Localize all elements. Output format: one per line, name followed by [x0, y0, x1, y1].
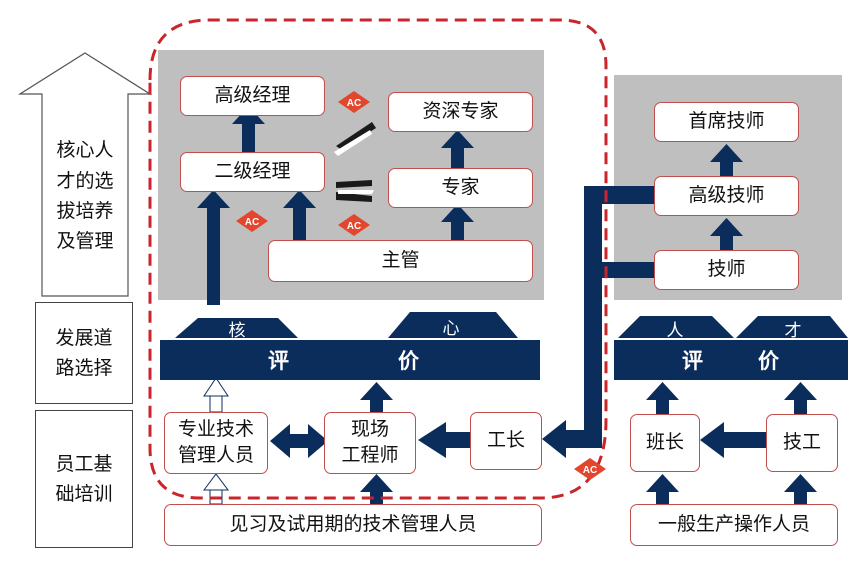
arrow-label-talent: 才 [784, 321, 802, 341]
foreman-box: 工长 [470, 412, 542, 470]
senior-manager-box: 高级经理 [180, 76, 325, 116]
left-evaluation-bar: 评 价 [160, 340, 540, 380]
technician-box: 技师 [654, 250, 799, 290]
tech-mgmt-staff-box: 专业技术 管理人员 [164, 412, 268, 474]
left-eval-arrow-shapes [175, 312, 848, 338]
arrow-label-core: 核 [228, 321, 246, 341]
ac-badge-text: AC [245, 217, 259, 228]
chief-technician-box: 首席技师 [654, 102, 799, 142]
right-eval-char-2: 价 [758, 349, 779, 373]
technician-to-foreman-connector [542, 186, 654, 458]
team-leader-box: 班长 [630, 414, 700, 472]
left-eval-char-1: 评 [268, 349, 289, 373]
arrow-label-person: 人 [666, 321, 684, 341]
base-up-arrows [360, 474, 817, 504]
technical-arrows [710, 144, 743, 250]
right-evaluation-bar: 评 价 [614, 340, 848, 380]
skilled-worker-box: 技工 [766, 414, 838, 472]
site-engineer-box: 现场 工程师 [324, 412, 416, 474]
ac-badge-text: AC [583, 465, 597, 476]
basic-training-label: 员工基 础培训 [35, 410, 133, 548]
arrow-label-heart: 心 [442, 319, 460, 339]
senior-technician-box: 高级技师 [654, 176, 799, 216]
supervisor-box: 主管 [268, 240, 533, 282]
ac-badge-icon: AC [338, 91, 370, 113]
right-eval-char-1: 评 [682, 349, 703, 373]
ac-badge-text: AC [347, 221, 361, 232]
senior-expert-box: 资深专家 [388, 92, 533, 132]
ac-badge-icon: AC [574, 458, 606, 480]
production-staff-box: 一般生产操作人员 [630, 504, 838, 546]
lateral-transfer-arrows [334, 122, 376, 202]
ac-badge-text: AC [347, 98, 361, 109]
core-talent-dashed-outline [148, 18, 608, 500]
horizontal-arrows [270, 422, 766, 458]
core-talent-label: 核心人 才的选 拔培养 及管理 [56, 139, 114, 253]
expert-box: 专家 [388, 168, 533, 208]
ac-badge-icon: AC [338, 214, 370, 236]
trainee-staff-box: 见习及试用期的技术管理人员 [164, 504, 542, 546]
second-manager-box: 二级经理 [180, 152, 325, 192]
ac-badge-icon: AC [236, 210, 268, 232]
up-arrow-outline-icon [18, 52, 152, 297]
career-path-label: 发展道 路选择 [35, 302, 133, 404]
left-eval-char-2: 价 [398, 349, 419, 373]
eval-to-role-arrows [360, 382, 817, 414]
